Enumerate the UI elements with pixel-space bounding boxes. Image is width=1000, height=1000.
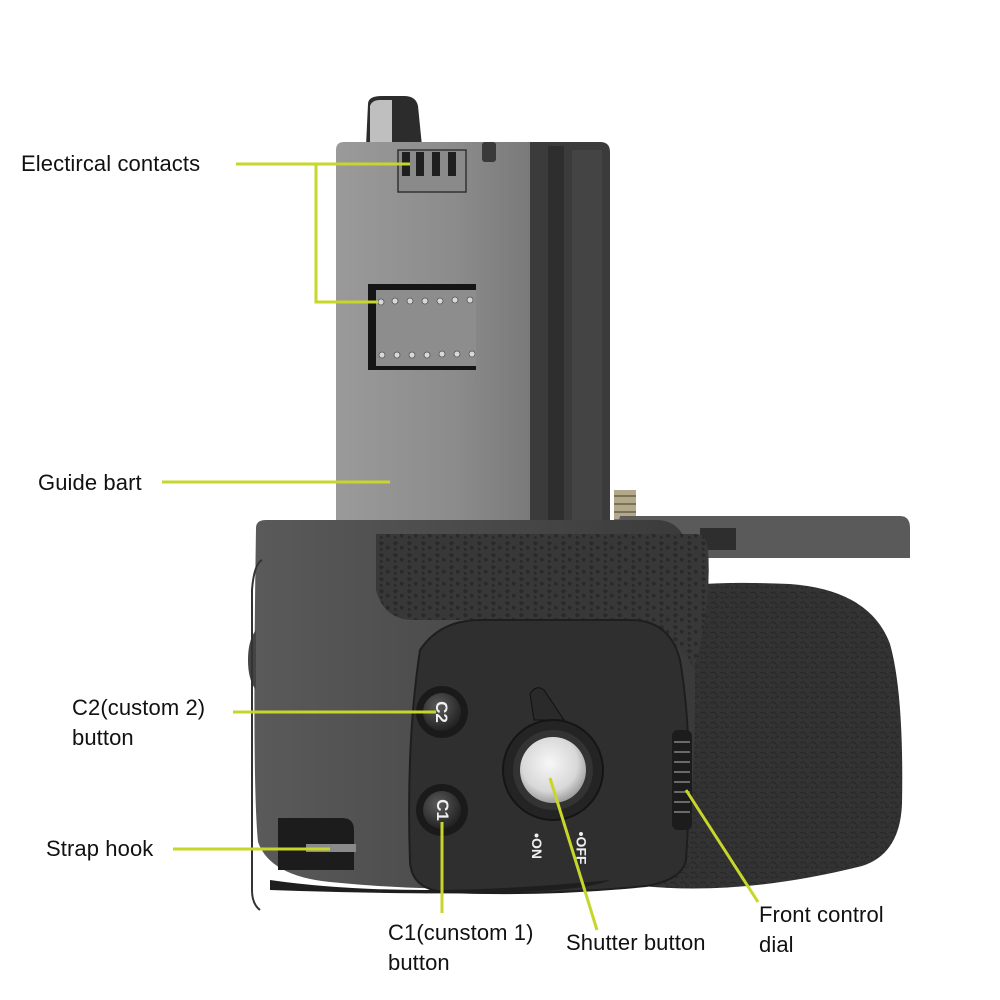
- label-guide-bar: Guide bart: [38, 470, 142, 495]
- shutter-button-cap: [520, 737, 586, 803]
- label-strap-hook: Strap hook: [46, 836, 154, 861]
- label-c2-button: C2(custom 2) button: [72, 695, 206, 750]
- leader-shutter: [548, 777, 599, 931]
- c1-button-cap: [423, 791, 461, 829]
- label-electrical-contacts: Electircal contacts: [21, 151, 201, 176]
- c2-button-cap: [423, 693, 461, 731]
- rubber-band: [376, 534, 709, 668]
- front-control-dial-wheel: [672, 730, 692, 830]
- label-front-control-dial: Front control dial: [759, 902, 884, 957]
- leader-electrical-contacts-bottom: [314, 164, 378, 304]
- leader-front-dial: [684, 789, 760, 903]
- label-c1-button: C1(cunstom 1) button: [388, 920, 534, 975]
- hand-grip: [642, 582, 903, 889]
- label-shutter-button: Shutter button: [566, 930, 706, 955]
